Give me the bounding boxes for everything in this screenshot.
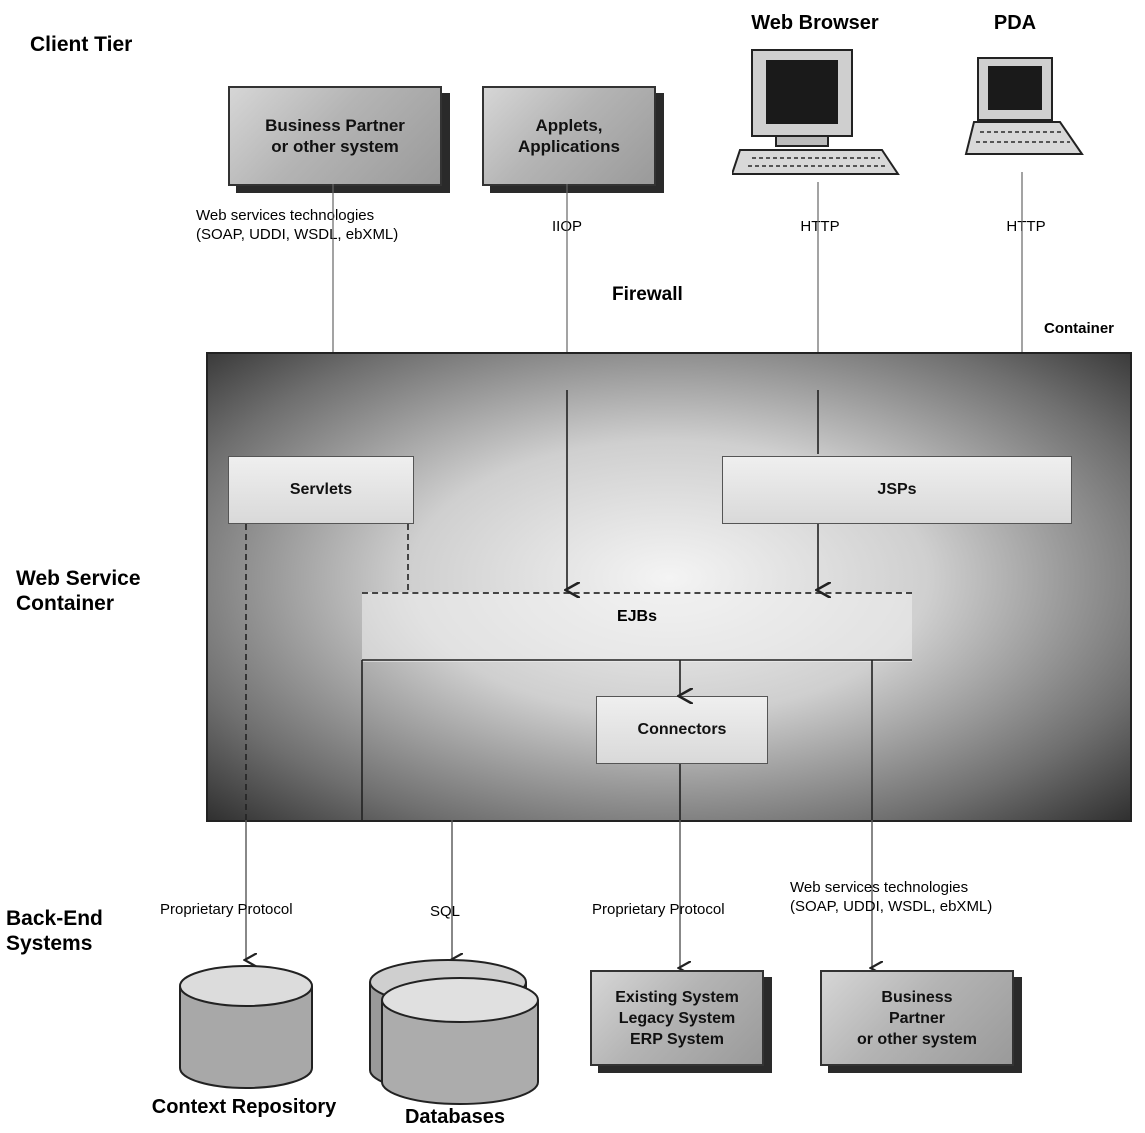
databases-cylinders [366, 958, 546, 1108]
context-repository-label: Context Repository [124, 1096, 364, 1119]
context-repository-cylinder [176, 964, 316, 1094]
databases-label: Databases [360, 1106, 550, 1129]
backend-proprietary-protocol-2: Proprietary Protocol [592, 900, 772, 919]
backend-proprietary-protocol-1: Proprietary Protocol [160, 900, 340, 919]
backend-business-partner-box: Business Partner or other system [820, 970, 1014, 1066]
backend-web-services-protocol: Web services technologies (SOAP, UDDI, W… [790, 878, 1060, 916]
sql-protocol: SQL [430, 902, 480, 921]
existing-system-box: Existing System Legacy System ERP System [590, 970, 764, 1066]
